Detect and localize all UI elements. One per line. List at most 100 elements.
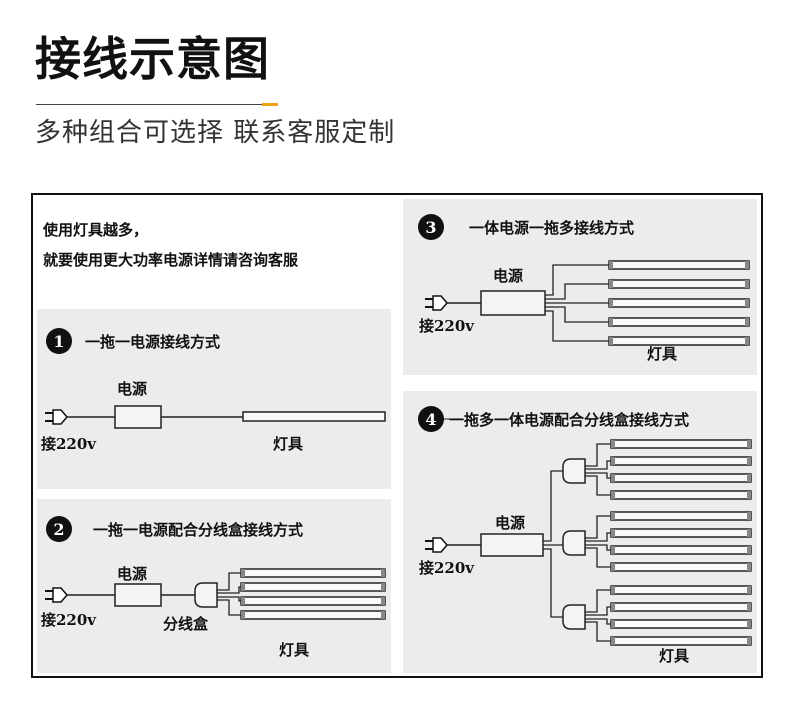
- lamp-end-cap: [611, 546, 615, 554]
- section-2-input-label: 接220v: [41, 611, 97, 629]
- section-4-lamps: [543, 439, 752, 646]
- wire: [585, 515, 611, 539]
- lamp-end-cap: [609, 299, 613, 307]
- lamp-end-cap: [611, 474, 615, 482]
- section-2-number-badge: [46, 516, 72, 542]
- section-3-power-label: 电源: [493, 267, 523, 285]
- wire: [543, 548, 563, 618]
- section-4-power-label: 电源: [495, 514, 525, 532]
- section-1-number: 1: [53, 332, 64, 351]
- section-4-number: 4: [425, 410, 436, 429]
- power-supply-box: [480, 533, 544, 557]
- wire: [585, 544, 611, 551]
- section-2-lamp-label: 灯具: [279, 641, 309, 659]
- lamp-end-cap: [381, 569, 385, 577]
- lamp-tube: [610, 619, 752, 629]
- section-4-diagram: 4 一拖多一体电源配合分线盒接线方式 电源 接220v 灯具: [418, 406, 752, 665]
- page-subtitle: 多种组合可选择 联系客服定制: [35, 118, 396, 148]
- lamp-tube: [610, 490, 752, 500]
- lamp-end-cap: [745, 280, 749, 288]
- section-2-title: 一拖一电源配合分线盒接线方式: [93, 521, 303, 539]
- lamp-tube: [608, 298, 750, 308]
- section-1-diagram: 1 一拖一电源接线方式 电源 接220v 灯具: [41, 328, 386, 453]
- lamp-end-cap: [611, 529, 615, 537]
- lamp-end-cap: [747, 512, 751, 520]
- section-3-input-label: 接220v: [419, 317, 475, 335]
- wire: [585, 460, 611, 470]
- lamp-end-cap: [241, 569, 245, 577]
- section-2-power-label: 电源: [117, 565, 147, 583]
- usage-note-line-2: 就要使用更大功率电源详情请咨询客服: [43, 251, 299, 269]
- lamp-tube: [610, 439, 752, 449]
- section-2-splitter-label: 分线盒: [163, 615, 209, 633]
- lamp-end-cap: [747, 457, 751, 465]
- section-1-lamp-label: 灯具: [273, 435, 303, 453]
- wire: [543, 543, 564, 546]
- wire: [585, 443, 611, 467]
- lamp-end-cap: [611, 563, 615, 571]
- lamp-end-cap: [609, 337, 613, 345]
- splitter-box-icon: [562, 458, 586, 484]
- splitter-box-icon: [562, 604, 586, 630]
- lamp-end-cap: [747, 563, 751, 571]
- section-4-panel: 4 一拖多一体电源配合分线盒接线方式 电源 接220v 灯具: [403, 391, 757, 673]
- wire: [585, 621, 611, 642]
- section-1-input-label: 接220v: [41, 435, 97, 453]
- lamp-tube: [240, 568, 386, 578]
- lamp-end-cap: [747, 440, 751, 448]
- lamp-end-cap: [611, 603, 615, 611]
- lamp-end-cap: [611, 491, 615, 499]
- section-3-number-badge: [418, 214, 444, 240]
- lamp-end-cap: [747, 637, 751, 645]
- lamp-tube: [610, 456, 752, 466]
- section-3-number: 3: [425, 218, 436, 237]
- plug-icon: [45, 409, 68, 425]
- wire: [217, 599, 241, 616]
- wire: [585, 618, 611, 625]
- lamp-end-cap: [611, 457, 615, 465]
- diagram-frame: 使用灯具越多， 就要使用更大功率电源详情请咨询客服 1 一拖一电源接线方式 电源…: [31, 193, 763, 678]
- lamp-end-cap: [609, 280, 613, 288]
- lamp-tube: [608, 317, 750, 327]
- page-title: 接线示意图: [35, 32, 270, 86]
- lamp-tube: [610, 473, 752, 483]
- lamp-tube: [610, 562, 752, 572]
- section-2-panel: 2 一拖一电源配合分线盒接线方式 电源 分线盒 接220v 灯具: [37, 499, 391, 673]
- lamp-end-cap: [747, 491, 751, 499]
- lamp-end-cap: [611, 512, 615, 520]
- section-4-input-label: 接220v: [419, 559, 475, 577]
- lamp-tube: [240, 596, 386, 606]
- lamp-tube: [242, 411, 386, 422]
- section-4-title: 一拖多一体电源配合分线盒接线方式: [449, 411, 689, 429]
- power-supply-box: [480, 290, 546, 316]
- wire: [585, 589, 611, 613]
- lamp-end-cap: [381, 611, 385, 619]
- wire: [217, 596, 241, 602]
- title-divider-accent: [262, 103, 278, 106]
- lamp-end-cap: [241, 583, 245, 591]
- power-supply-box: [114, 583, 162, 607]
- usage-note-line-1: 使用灯具越多，: [43, 221, 149, 239]
- lamp-end-cap: [611, 586, 615, 594]
- section-4-number-badge: [418, 406, 444, 432]
- section-1-number-badge: [46, 328, 72, 354]
- wire: [217, 572, 241, 591]
- lamp-end-cap: [745, 318, 749, 326]
- lamp-tube: [610, 602, 752, 612]
- wire: [545, 264, 609, 296]
- section-2-number: 2: [53, 520, 64, 539]
- usage-note: 使用灯具越多， 就要使用更大功率电源详情请咨询客服: [43, 215, 298, 275]
- lamp-tube: [608, 279, 750, 289]
- splitter-box-icon: [562, 530, 586, 556]
- section-1-title: 一拖一电源接线方式: [85, 333, 220, 351]
- section-1-panel: 1 一拖一电源接线方式 电源 接220v 灯具: [37, 309, 391, 489]
- lamp-tube: [240, 582, 386, 592]
- lamp-end-cap: [611, 440, 615, 448]
- wire: [217, 586, 241, 594]
- lamp-end-cap: [747, 546, 751, 554]
- lamp-tube: [240, 610, 386, 620]
- lamp-end-cap: [381, 583, 385, 591]
- lamp-tube: [610, 636, 752, 646]
- lamp-end-cap: [745, 299, 749, 307]
- splitter-box-icon: [194, 582, 218, 608]
